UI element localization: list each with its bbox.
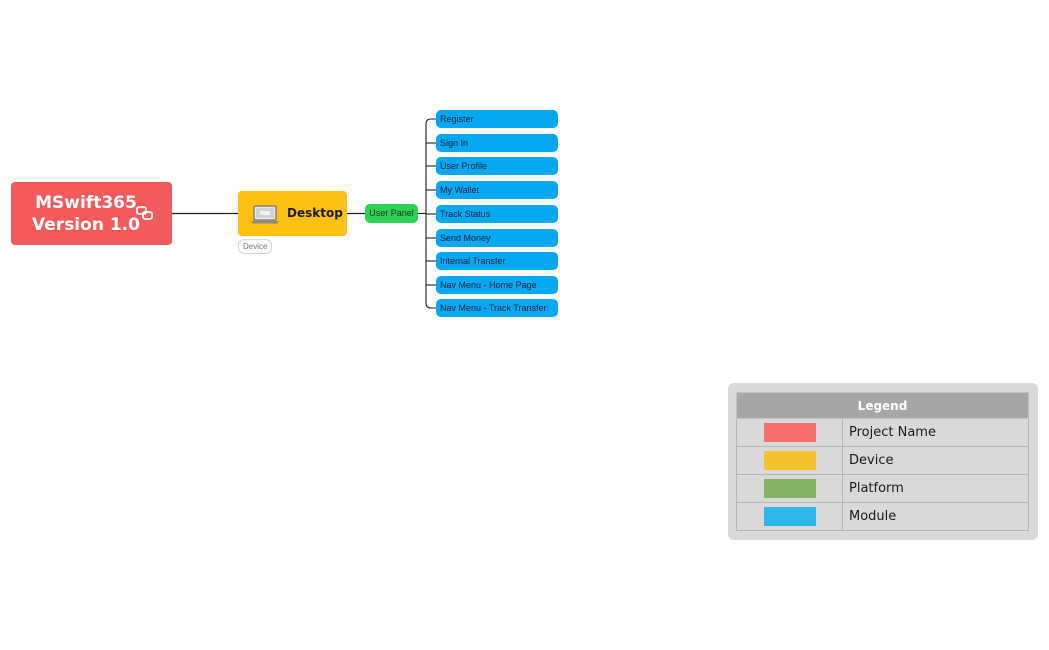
legend-swatch-module [763,507,816,526]
legend-table: Legend Project Name Device Platform Modu… [736,392,1029,531]
legend-label: Device [842,446,1029,475]
module-sign-in[interactable]: Sign In [436,134,558,152]
module-register[interactable]: Register [436,110,558,128]
legend-row: Module [736,502,1029,531]
module-user-profile[interactable]: User Profile [436,157,558,175]
device-label: Desktop [287,206,343,220]
module-track-status[interactable]: Track Status [436,205,558,223]
legend-swatch-project-name [763,423,816,442]
legend-title: Legend [736,392,1029,419]
connector-branch [425,118,436,125]
legend-row: Device [736,446,1029,475]
connector-platform-modules [418,118,436,309]
module-my-wallet[interactable]: My Wallet [436,181,558,199]
platform-topic-user-panel[interactable]: User Panel [365,204,418,223]
laptop-icon [251,205,279,224]
module-nav-menu-track-transfer[interactable]: Nav Menu - Track Transfer [436,299,558,317]
legend-label: Module [842,502,1029,531]
legend-swatch-device [763,451,816,470]
linked-topic-icon[interactable] [135,205,155,221]
device-topic[interactable]: Desktop [238,191,347,236]
root-topic[interactable]: MSwift365 Version 1.0 [11,182,172,245]
module-internal-transfer[interactable]: Internal Transfer [436,252,558,270]
root-title: MSwift365 [35,193,137,213]
legend-row: Platform [736,474,1029,503]
connector-branch [425,302,436,309]
legend-label: Platform [842,474,1029,503]
root-version: Version 1.0 [32,215,140,235]
device-label-tag: Device [238,239,273,254]
module-send-money[interactable]: Send Money [436,229,558,247]
legend-swatch-platform [763,479,816,498]
legend-row: Project Name [736,418,1029,447]
legend-label: Project Name [842,418,1029,447]
module-nav-menu-home-page[interactable]: Nav Menu - Home Page [436,276,558,294]
